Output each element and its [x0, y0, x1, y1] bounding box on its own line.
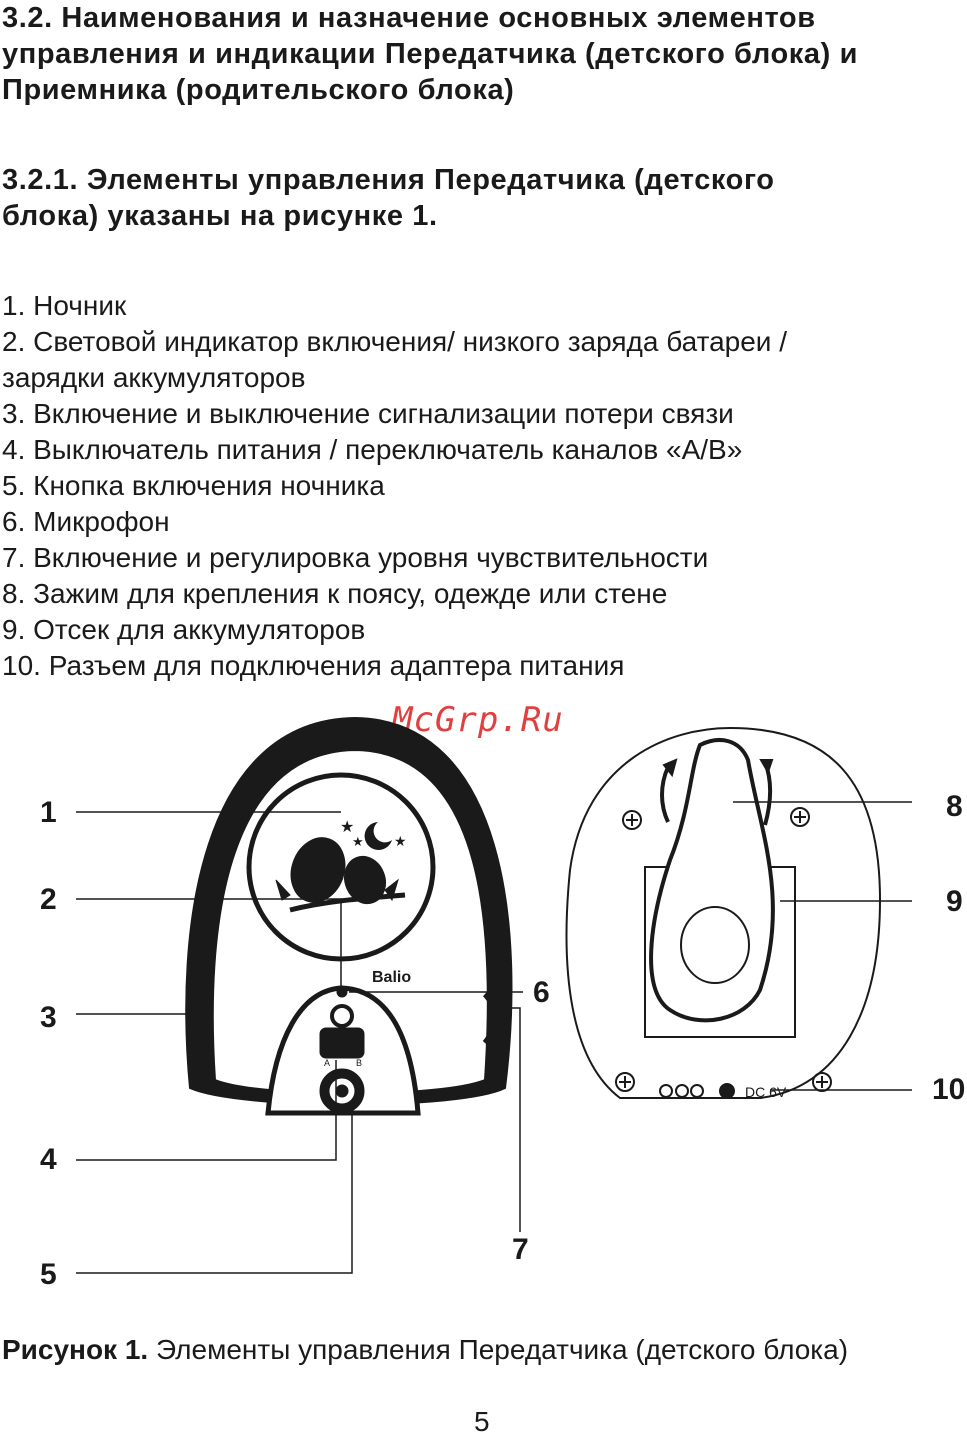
svg-text:B: B	[356, 1058, 362, 1068]
page-number: 5	[474, 1406, 490, 1437]
figure-caption: Рисунок 1. Элементы управления Передатчи…	[2, 1332, 942, 1368]
list-item: 5. Кнопка включения ночника	[2, 470, 385, 501]
dc-jack	[719, 1083, 735, 1099]
power-switch	[319, 1027, 365, 1059]
transmitter-back-view: DC 6V	[565, 726, 882, 1100]
subsection-heading: 3.2.1. Элементы управления Передатчика (…	[2, 164, 775, 232]
list-item: 8. Зажим для крепления к поясу, одежде и…	[2, 578, 668, 609]
callout-6: 6	[533, 976, 550, 1009]
indicator-light	[336, 986, 348, 998]
svg-text:★: ★	[340, 819, 354, 836]
section-heading: 3.2. Наименования и назначение основных …	[2, 2, 858, 106]
sensitivity-wheel	[482, 991, 497, 1046]
callout-3: 3	[40, 1001, 57, 1034]
list-item: 9. Отсек для аккумуляторов	[2, 614, 366, 645]
transmitter-front-view: ★ ★ ★ Balio A B	[185, 716, 513, 1116]
list-item: 4. Выключатель питания / переключатель к…	[2, 434, 743, 465]
dc-label: DC 6V	[745, 1084, 787, 1100]
callout-lines	[76, 801, 912, 1274]
callout-8: 8	[946, 790, 963, 823]
list-item: 2. Световой индикатор включения/ низкого…	[2, 326, 787, 357]
list-item: 6. Микрофон	[2, 506, 170, 537]
svg-text:★: ★	[352, 834, 364, 849]
list-item: 10. Разъем для подключения адаптера пита…	[2, 650, 625, 681]
list-item: 1. Ночник	[2, 290, 127, 321]
list-item: 7. Включение и регулировка уровня чувств…	[2, 542, 709, 573]
list-item: зарядки аккумуляторов	[2, 362, 306, 393]
svg-text:A: A	[324, 1058, 330, 1068]
caption-text: Элементы управления Передатчика (детског…	[148, 1334, 849, 1365]
brand-label: Balio	[372, 969, 411, 986]
callout-1: 1	[40, 796, 57, 829]
callout-10: 10	[932, 1073, 966, 1106]
callout-4: 4	[40, 1143, 57, 1176]
watermark: McGrp.Ru	[392, 700, 564, 740]
elements-list: 1. Ночник 2. Световой индикатор включени…	[2, 288, 787, 684]
callout-7: 7	[512, 1233, 529, 1266]
callout-2: 2	[40, 883, 57, 916]
alarm-switch	[195, 1001, 210, 1034]
callout-9: 9	[946, 885, 963, 918]
list-item: 3. Включение и выключение сигнализации п…	[2, 398, 734, 429]
caption-label: Рисунок 1.	[2, 1334, 149, 1365]
svg-text:★: ★	[394, 833, 407, 849]
callout-5: 5	[40, 1258, 57, 1291]
transmitter-figure: ★ ★ ★ Balio A B	[76, 716, 912, 1274]
